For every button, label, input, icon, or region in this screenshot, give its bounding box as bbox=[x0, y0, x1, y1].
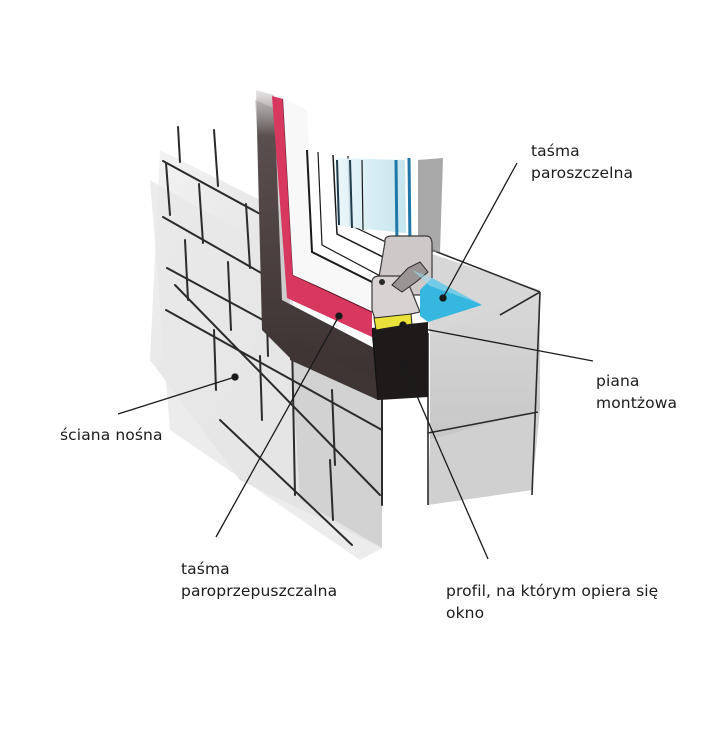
label-mounting-foam-line1: piana bbox=[596, 372, 640, 390]
leader-vapor-permeable-tape bbox=[215, 315, 340, 538]
label-vapor-permeable-tape: taśma paroprzepuszczalna bbox=[181, 558, 337, 602]
label-vapor-permeable-tape-line2: paroprzepuszczalna bbox=[181, 582, 338, 600]
label-support-profile-line1: profil, na którym opiera się bbox=[446, 582, 659, 600]
dot-load-bearing-wall bbox=[231, 373, 239, 381]
label-support-profile-line2: okno bbox=[446, 604, 485, 622]
support-profile bbox=[371, 322, 428, 401]
label-vapor-permeable-tape-line1: taśma bbox=[181, 560, 230, 578]
dot-vapor-barrier-tape bbox=[439, 294, 447, 302]
leader-load-bearing-wall bbox=[117, 376, 236, 415]
dot-vapor-permeable-tape bbox=[335, 312, 343, 320]
mounting-foam bbox=[373, 313, 413, 331]
leader-mounting-foam bbox=[402, 324, 594, 362]
label-vapor-barrier-tape-line1: taśma bbox=[531, 142, 580, 160]
window-frame bbox=[283, 98, 443, 323]
label-load-bearing-wall-line1: ściana nośna bbox=[60, 426, 163, 444]
leader-vapor-barrier-tape bbox=[442, 162, 518, 299]
dot-support-profile bbox=[399, 360, 407, 368]
leader-lines bbox=[117, 162, 594, 560]
label-support-profile: profil, na którym opiera się okno bbox=[446, 580, 658, 624]
label-mounting-foam-line2: montżowa bbox=[596, 394, 678, 412]
dot-mounting-foam bbox=[399, 321, 407, 329]
label-mounting-foam: piana montżowa bbox=[596, 370, 677, 414]
label-load-bearing-wall: ściana nośna bbox=[60, 424, 163, 446]
wall-block-right bbox=[414, 249, 541, 505]
window-reveal bbox=[256, 90, 378, 400]
label-vapor-barrier-tape: taśma paroszczelna bbox=[531, 140, 633, 184]
leader-support-profile bbox=[402, 363, 489, 560]
label-vapor-barrier-tape-line2: paroszczelna bbox=[531, 164, 634, 182]
vapor-barrier-tape bbox=[412, 270, 482, 322]
